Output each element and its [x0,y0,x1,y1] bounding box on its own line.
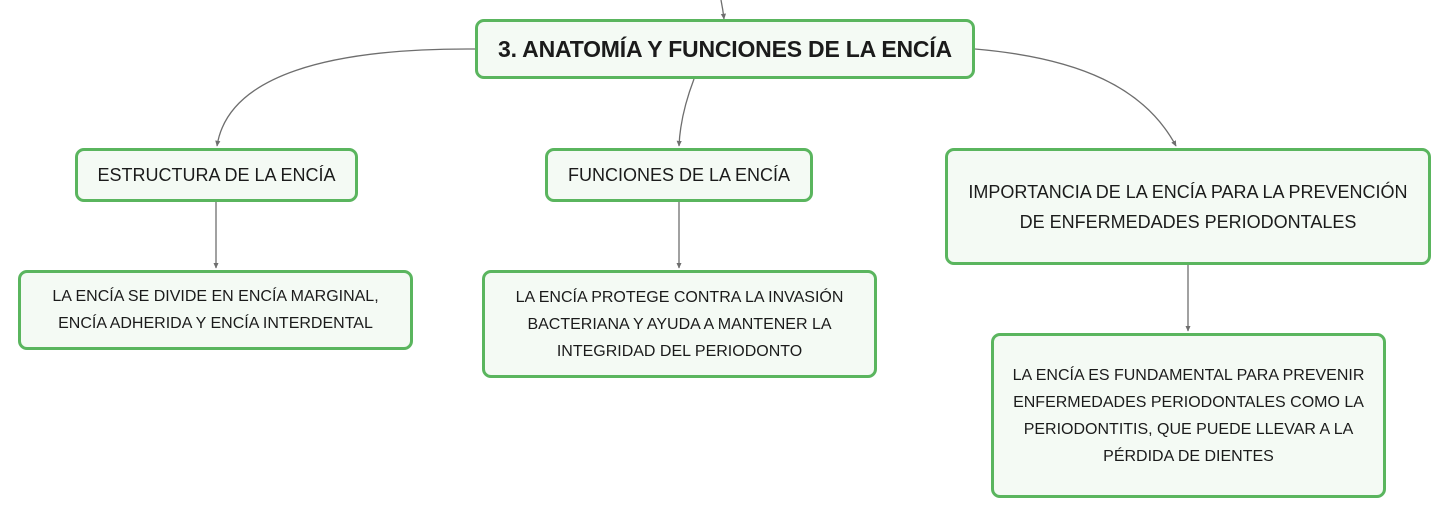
topic-estructura-node[interactable]: ESTRUCTURA DE LA ENCÍA [75,148,358,202]
subtopic-funciones-node[interactable]: LA ENCÍA PROTEGE CONTRA LA INVASIÓN BACT… [482,270,877,378]
connector-root-to-importancia [974,48,1177,147]
topic-funciones-node[interactable]: FUNCIONES DE LA ENCÍA [545,148,813,202]
subtopic-importancia-label: LA ENCÍA ES FUNDAMENTAL PARA PREVENIR EN… [1012,366,1365,465]
connector-parent-to-root [720,0,727,20]
topic-importancia-label: IMPORTANCIA DE LA ENCÍA PARA LA PREVENCI… [968,181,1408,232]
connector-root-to-funciones [676,78,695,147]
subtopic-funciones-label: LA ENCÍA PROTEGE CONTRA LA INVASIÓN BACT… [515,288,844,360]
subtopic-estructura-node[interactable]: LA ENCÍA SE DIVIDE EN ENCÍA MARGINAL, EN… [18,270,413,350]
root-topic-label: 3. ANATOMÍA Y FUNCIONES DE LA ENCÍA [498,35,952,62]
topic-importancia-node[interactable]: IMPORTANCIA DE LA ENCÍA PARA LA PREVENCI… [945,148,1431,265]
topic-estructura-label: ESTRUCTURA DE LA ENCÍA [97,165,336,185]
root-topic-node[interactable]: 3. ANATOMÍA Y FUNCIONES DE LA ENCÍA [475,19,975,79]
connector-root-to-estructura [215,48,476,147]
subtopic-estructura-label: LA ENCÍA SE DIVIDE EN ENCÍA MARGINAL, EN… [52,288,379,332]
topic-funciones-label: FUNCIONES DE LA ENCÍA [567,165,791,185]
subtopic-importancia-node[interactable]: LA ENCÍA ES FUNDAMENTAL PARA PREVENIR EN… [991,333,1386,498]
